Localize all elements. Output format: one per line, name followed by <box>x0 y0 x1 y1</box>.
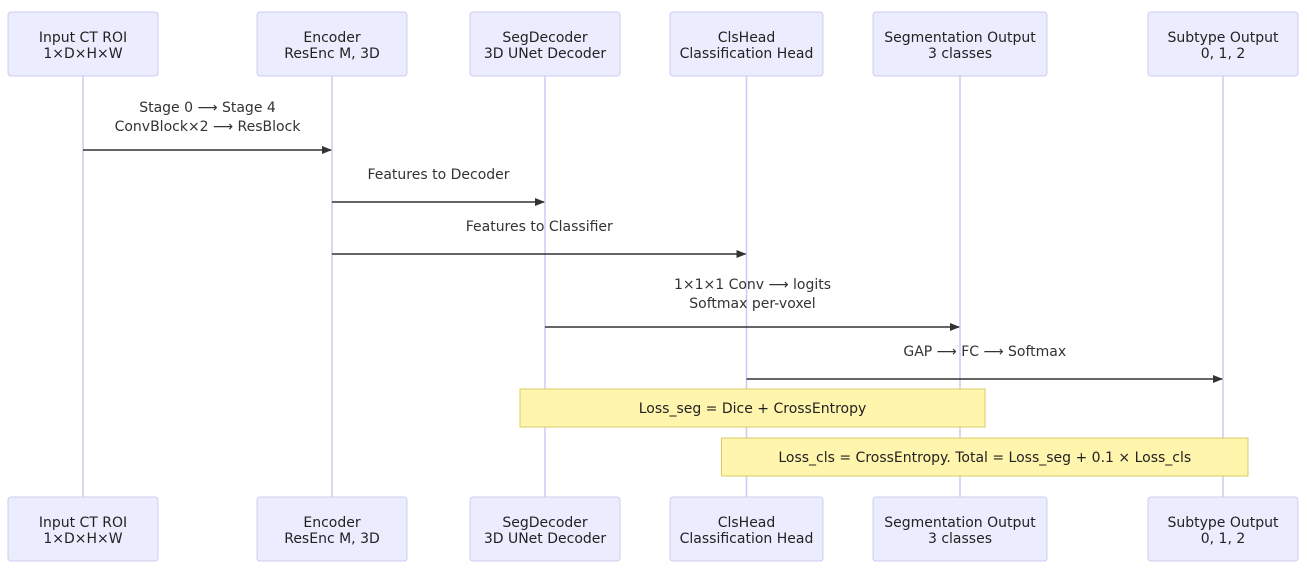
participant-name: Input CT ROI <box>39 515 127 531</box>
participant-detail: Classification Head <box>680 46 814 62</box>
message-4: GAP ⟶ FC ⟶ Softmax <box>746 344 1223 383</box>
note-box <box>721 437 1249 477</box>
message-label: GAP ⟶ FC ⟶ Softmax <box>903 344 1066 360</box>
participant-box <box>872 11 1048 77</box>
participant-detail: ResEnc M, 3D <box>284 46 380 62</box>
message-1: Features to Decoder <box>332 167 545 206</box>
participant-name: Subtype Output <box>1167 515 1279 531</box>
note-text: Loss_cls = CrossEntropy. Total = Loss_se… <box>778 450 1191 466</box>
participant-box <box>469 496 621 562</box>
participant-box <box>7 496 159 562</box>
participant-box <box>669 11 824 77</box>
participant-detail: 1×D×H×W <box>43 531 122 547</box>
participant-name: Segmentation Output <box>884 515 1036 531</box>
participant-name: Encoder <box>303 515 360 531</box>
participant-name: SegDecoder <box>502 515 588 531</box>
participant-name: SegDecoder <box>502 30 588 46</box>
note-box <box>519 388 986 428</box>
participant-box <box>7 11 159 77</box>
message-label: Features to Decoder <box>367 167 509 183</box>
participant-detail: ResEnc M, 3D <box>284 531 380 547</box>
note-0: Loss_seg = Dice + CrossEntropy <box>519 388 986 428</box>
participant-name: ClsHead <box>718 515 776 531</box>
participant-box <box>669 496 824 562</box>
participant-box <box>872 496 1048 562</box>
participant-detail: 3 classes <box>928 531 992 547</box>
participant-detail: 1×D×H×W <box>43 46 122 62</box>
participant-box <box>256 496 408 562</box>
participant-box <box>256 11 408 77</box>
participant-box <box>1147 496 1299 562</box>
participant-name: Encoder <box>303 30 360 46</box>
participant-detail: 0, 1, 2 <box>1201 46 1246 62</box>
message-0: Stage 0 ⟶ Stage 4 ConvBlock×2 ⟶ ResBlock <box>83 100 332 154</box>
participant-detail: 3 classes <box>928 46 992 62</box>
message-label: 1×1×1 Conv ⟶ logits <box>674 277 831 293</box>
participant-detail: 0, 1, 2 <box>1201 531 1246 547</box>
participant-detail: Classification Head <box>680 531 814 547</box>
note-text: Loss_seg = Dice + CrossEntropy <box>639 401 867 417</box>
message-label: Softmax per-voxel <box>689 296 815 312</box>
participant-box <box>1147 11 1299 77</box>
note-1: Loss_cls = CrossEntropy. Total = Loss_se… <box>721 437 1249 477</box>
participant-name: Subtype Output <box>1167 30 1279 46</box>
participant-detail: 3D UNet Decoder <box>484 46 607 62</box>
participant-detail: 3D UNet Decoder <box>484 531 607 547</box>
message-label: Stage 0 ⟶ Stage 4 <box>139 100 276 116</box>
participant-name: Input CT ROI <box>39 30 127 46</box>
participant-name: ClsHead <box>718 30 776 46</box>
message-2: Features to Classifier <box>332 219 747 258</box>
participant-box <box>469 11 621 77</box>
message-label: Features to Classifier <box>466 219 613 235</box>
message-label: ConvBlock×2 ⟶ ResBlock <box>115 119 302 135</box>
participant-name: Segmentation Output <box>884 30 1036 46</box>
